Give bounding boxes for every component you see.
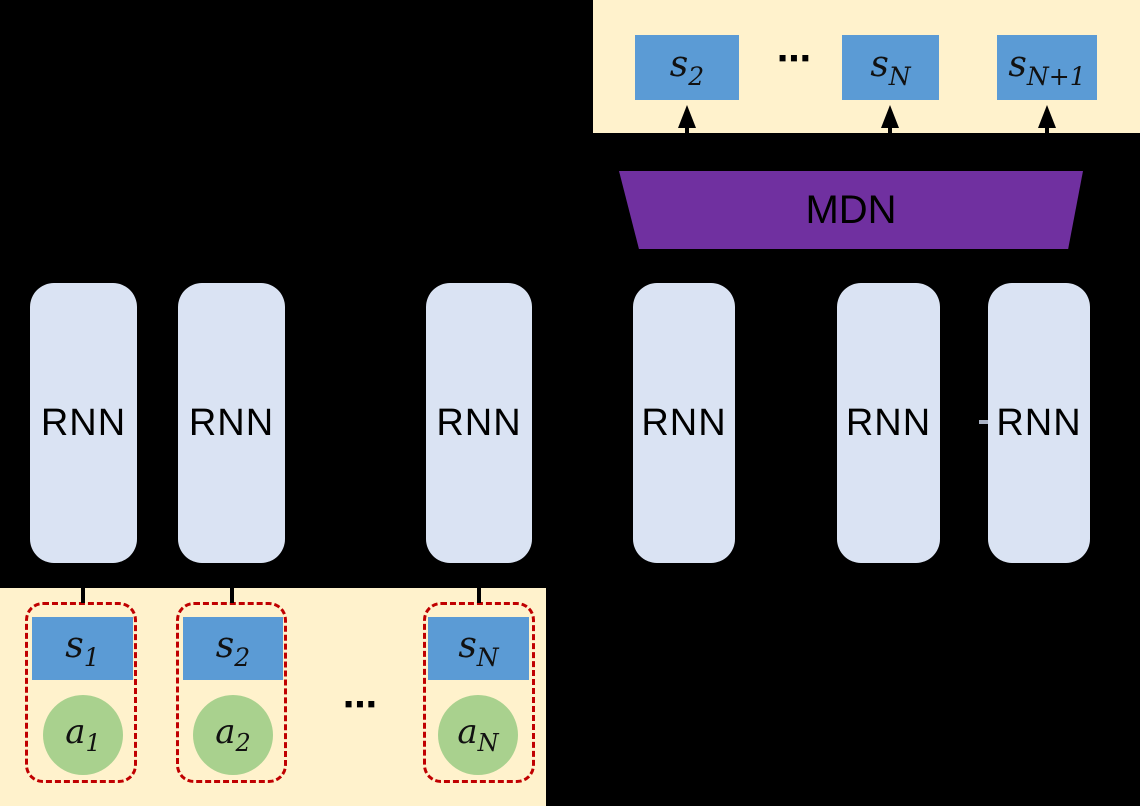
state-label-s2: s2 — [669, 43, 705, 91]
state-box-s2-input: s2 — [183, 617, 283, 680]
rnn-link-dash — [979, 420, 988, 424]
ellipsis-dots: ⋯ — [343, 685, 377, 725]
rnn-label: RNN — [996, 401, 1082, 444]
rnn-label: RNN — [641, 401, 727, 444]
rnn-label: RNN — [436, 401, 522, 444]
rnn-label: RNN — [188, 401, 275, 444]
action-circle-a2: a2 — [193, 695, 273, 775]
rnn-box-2: RNN — [178, 283, 285, 563]
state-box-s2: s2 — [635, 35, 739, 100]
state-box-sN1: sN+1 — [997, 35, 1097, 100]
rnn-box-1: RNN — [30, 283, 137, 563]
action-label-a2: a2 — [215, 712, 251, 757]
state-label-s1: s1 — [65, 624, 100, 672]
state-label-s2-input: s2 — [215, 624, 251, 672]
mdn-label: MDN — [805, 187, 897, 232]
output-panel: s2 ⋯ sN sN+1 — [593, 0, 1140, 133]
rnn-box-4: RNN — [633, 283, 735, 563]
input-unit-3 — [423, 602, 535, 783]
rnn-box-5: RNN — [837, 283, 940, 563]
state-label-sN1: sN+1 — [1008, 43, 1086, 91]
action-circle-aN: aN — [438, 695, 518, 775]
rnn-label: RNN — [845, 401, 932, 444]
rnn-box-6: RNN — [988, 283, 1090, 563]
state-box-sN: sN — [842, 35, 939, 100]
input-unit-2 — [176, 602, 287, 783]
ellipsis-dots: ⋯ — [777, 39, 811, 79]
input-unit-1 — [25, 602, 137, 783]
state-box-sN-input: sN — [428, 617, 529, 680]
state-box-s1-input: s1 — [32, 617, 133, 680]
rnn-box-3: RNN — [426, 283, 532, 563]
mdn-trapezoid: MDN — [619, 171, 1083, 249]
state-label-sN-input: sN — [458, 624, 499, 672]
state-label-sN: sN — [870, 43, 911, 91]
action-label-aN: aN — [457, 712, 499, 757]
action-label-a1: a1 — [65, 712, 101, 757]
rnn-label: RNN — [40, 401, 127, 444]
action-circle-a1: a1 — [43, 695, 123, 775]
